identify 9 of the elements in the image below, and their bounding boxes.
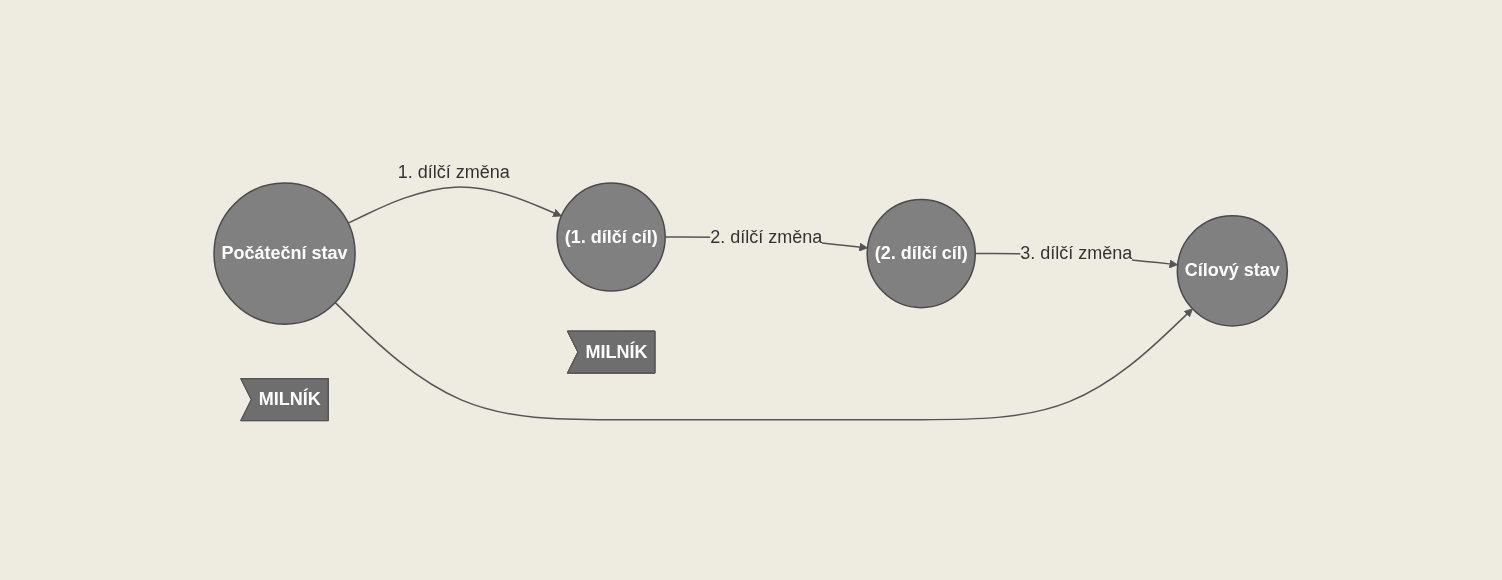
node-circle: (1. dílčí cíl) — [556, 182, 667, 293]
arrow — [334, 302, 1194, 421]
edge-label: 3. dílčí změna — [1020, 243, 1133, 264]
edge-label: 1. dílčí změna — [397, 162, 511, 183]
arrow — [347, 186, 563, 225]
edge-label: 2. dílčí změna — [710, 226, 823, 247]
node-circle: Počáteční stav — [213, 182, 357, 326]
node-circle: (2. dílčí cíl) — [866, 199, 977, 309]
node-circle: Cílový stav — [1176, 215, 1289, 327]
